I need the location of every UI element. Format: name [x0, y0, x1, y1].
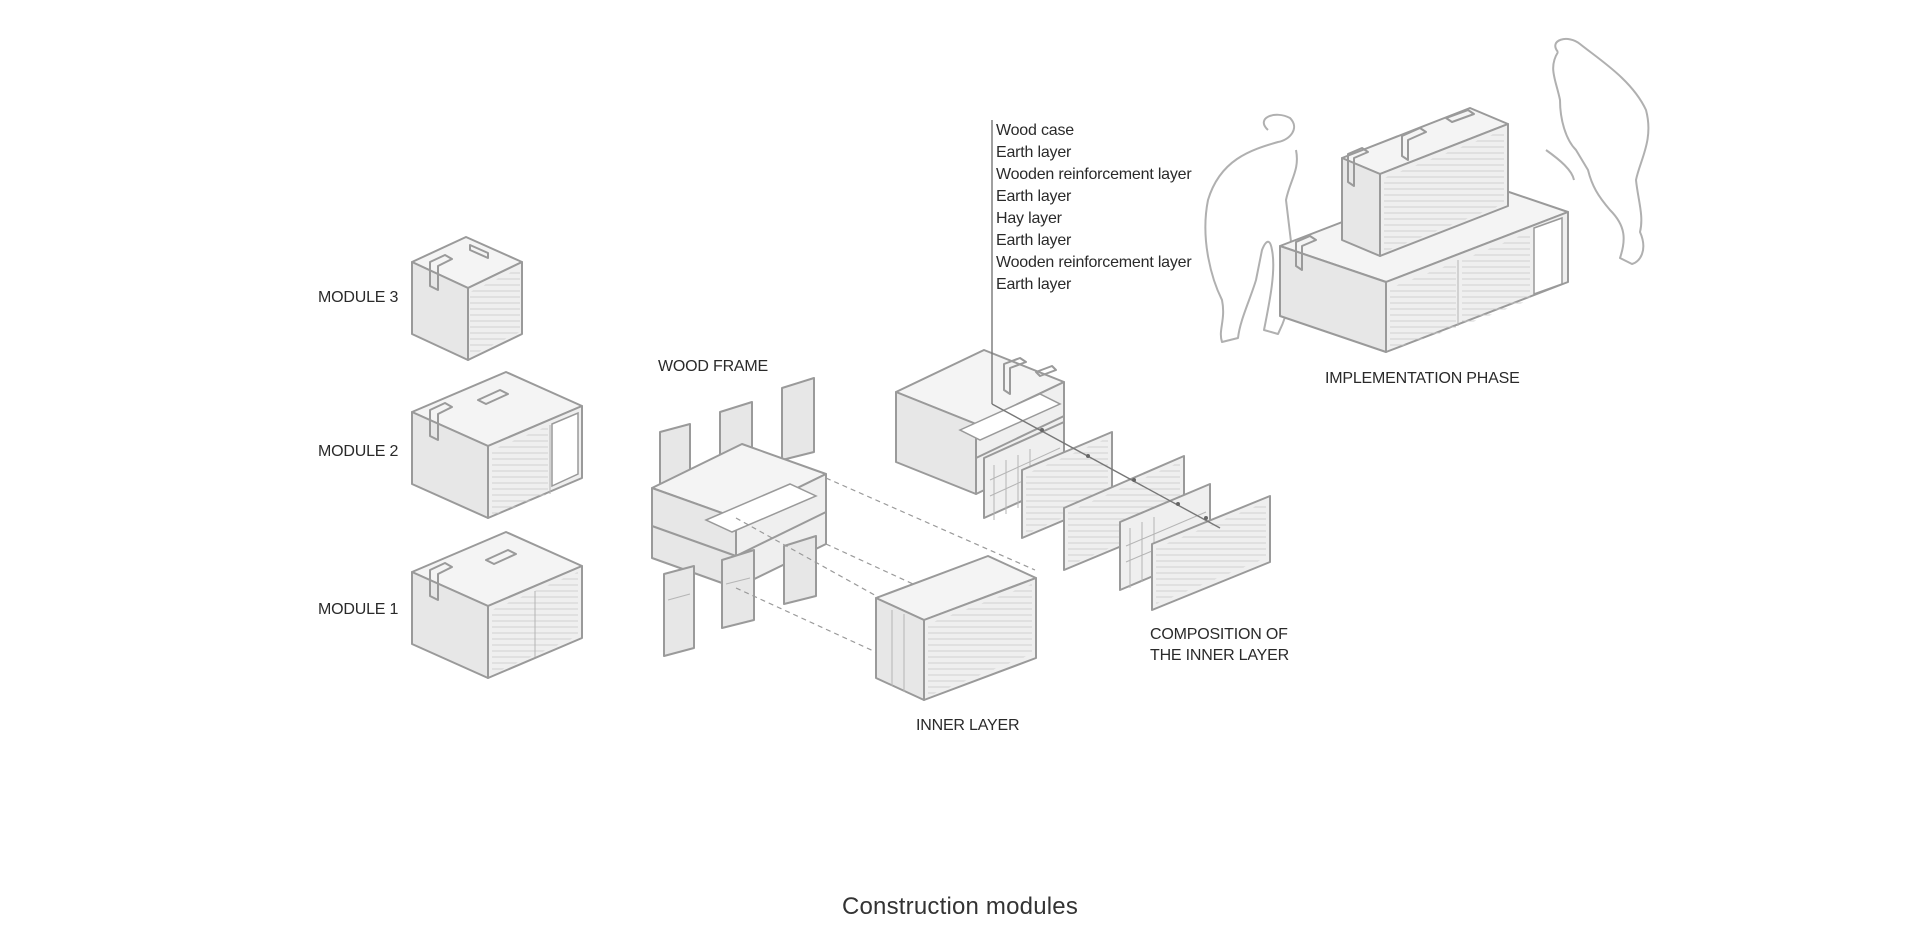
- layer-list: Wood case Earth layer Wooden reinforceme…: [996, 120, 1192, 296]
- composition-drawing: [895, 120, 1271, 611]
- implementation-drawing: [1204, 37, 1650, 353]
- module-2-label: MODULE 2: [318, 443, 399, 460]
- inner-layer-block: [875, 555, 1037, 701]
- composition-label-line2: THE INNER LAYER: [1150, 647, 1289, 664]
- composition-label-line1: COMPOSITION OF: [1150, 626, 1288, 643]
- implementation-label: IMPLEMENTATION PHASE: [1325, 370, 1520, 387]
- layer-item: Hay layer: [996, 210, 1062, 227]
- inner-layer-label: INNER LAYER: [916, 717, 1020, 734]
- layer-item: Wood case: [996, 122, 1074, 139]
- wood-frame-drawing: [651, 377, 1036, 657]
- layer-item: Earth layer: [996, 144, 1072, 161]
- layer-item: Wooden reinforcement layer: [996, 254, 1192, 271]
- layer-item: Wooden reinforcement layer: [996, 166, 1192, 183]
- module-3-label: MODULE 3: [318, 289, 399, 306]
- module-3-box: [411, 236, 523, 361]
- figure-caption: Construction modules: [841, 893, 1079, 920]
- layer-item: Earth layer: [996, 276, 1072, 293]
- layer-item: Earth layer: [996, 232, 1072, 249]
- layer-item: Earth layer: [996, 188, 1072, 205]
- module-2-box: [411, 371, 583, 519]
- module-1-box: [411, 531, 583, 679]
- wood-frame-label: WOOD FRAME: [658, 358, 768, 375]
- module-1-label: MODULE 1: [318, 601, 399, 618]
